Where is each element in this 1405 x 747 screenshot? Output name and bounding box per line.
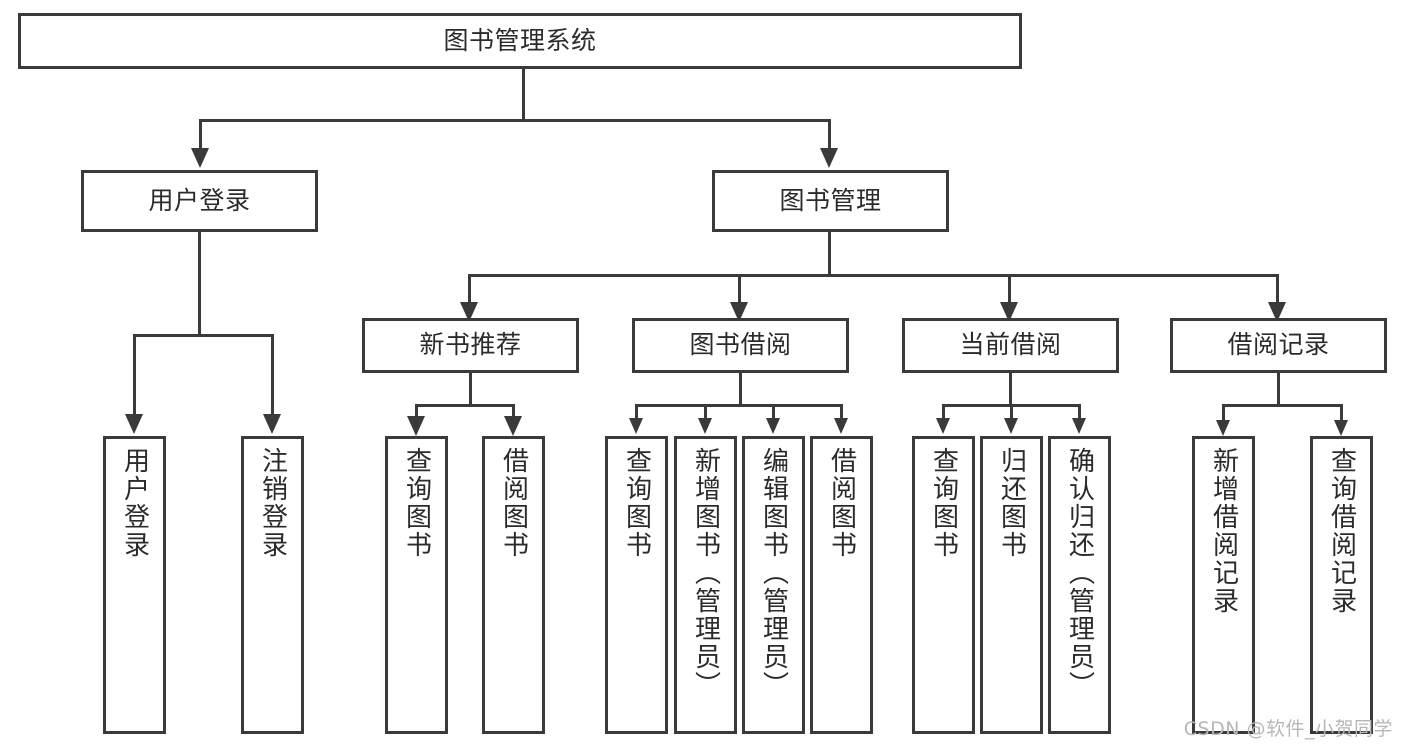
- leaf-query-book-recommend[interactable]: 查询图书: [385, 436, 448, 734]
- leaf-query-book-current[interactable]: 查询图书: [912, 436, 975, 734]
- connector-borrow-record-bus: [1222, 404, 1342, 407]
- node-label: 新增图书（管理员）: [690, 447, 721, 699]
- connector-borrow-record-stem: [1277, 373, 1280, 406]
- arrowhead-new-book-leaf-2: [504, 416, 522, 436]
- connector-book-manage-stem: [828, 232, 831, 276]
- arrowhead-book-borrow-leaf-2: [698, 418, 712, 434]
- connector-borrow-record-leaf-1: [1222, 404, 1225, 422]
- connector-user-login-stem: [198, 232, 201, 336]
- connector-new-book-bus: [415, 404, 514, 407]
- node-label: 图书管理: [779, 185, 882, 215]
- arrowhead-user-login-leaf-1: [125, 414, 143, 434]
- node-label: 查询图书: [928, 447, 959, 559]
- connector-user-login-leaf-1: [133, 334, 136, 416]
- arrowhead-borrow-record-leaf-1: [1216, 420, 1230, 436]
- leaf-edit-book-admin[interactable]: 编辑图书（管理员）: [742, 436, 805, 734]
- connector-to-new-book: [468, 274, 471, 304]
- connector-book-borrow-leaf-3: [772, 404, 775, 420]
- node-label: 查询借阅记录: [1326, 447, 1357, 615]
- connector-current-borrow-stem: [1009, 373, 1012, 406]
- node-label: 新增借阅记录: [1208, 447, 1239, 615]
- arrowhead-to-borrow-record: [1268, 302, 1286, 322]
- connector-to-book-manage: [828, 119, 831, 150]
- connector-book-borrow-bus: [635, 404, 842, 407]
- arrowhead-current-borrow-leaf-3: [1072, 418, 1086, 434]
- connector-book-borrow-stem: [739, 373, 742, 406]
- node-root-system[interactable]: 图书管理系统: [18, 13, 1022, 69]
- connector-to-borrow-record: [1276, 274, 1279, 304]
- node-label: 查询图书: [401, 447, 432, 559]
- leaf-query-book-borrow[interactable]: 查询图书: [605, 436, 668, 734]
- connector-current-borrow-leaf-2: [1010, 404, 1013, 420]
- node-book-borrow[interactable]: 图书借阅: [632, 318, 849, 373]
- leaf-query-borrow-record[interactable]: 查询借阅记录: [1310, 436, 1373, 734]
- connector-new-book-leaf-1: [415, 404, 418, 420]
- node-user-login[interactable]: 用户登录: [81, 170, 318, 232]
- connector-level3-bus: [468, 274, 1279, 277]
- node-label: 用户登录: [119, 447, 150, 559]
- arrowhead-to-user-login: [191, 148, 209, 168]
- leaf-borrow-book-recommend[interactable]: 借阅图书: [482, 436, 545, 734]
- node-label: 借阅记录: [1227, 330, 1330, 360]
- connector-to-book-borrow: [738, 274, 741, 304]
- leaf-add-book-admin[interactable]: 新增图书（管理员）: [674, 436, 737, 734]
- arrowhead-book-borrow-leaf-1: [629, 418, 643, 434]
- connector-book-borrow-leaf-4: [840, 404, 843, 420]
- node-label: 新书推荐: [419, 330, 522, 360]
- node-label: 图书管理系统: [443, 25, 597, 55]
- connector-user-login-leaf-2: [271, 334, 274, 416]
- connector-level2-bus: [199, 119, 831, 122]
- connector-book-borrow-leaf-1: [635, 404, 638, 420]
- node-label: 查询图书: [621, 447, 652, 559]
- connector-to-user-login: [199, 119, 202, 150]
- node-label: 注销登录: [257, 447, 288, 559]
- node-book-management[interactable]: 图书管理: [712, 170, 949, 232]
- connector-book-borrow-leaf-2: [704, 404, 707, 420]
- arrowhead-to-new-book: [460, 302, 478, 322]
- leaf-logout[interactable]: 注销登录: [241, 436, 304, 734]
- connector-to-current-borrow: [1008, 274, 1011, 304]
- node-label: 当前借阅: [959, 330, 1062, 360]
- connector-current-borrow-leaf-1: [942, 404, 945, 420]
- node-label: 借阅图书: [826, 447, 857, 559]
- leaf-borrow-book[interactable]: 借阅图书: [810, 436, 873, 734]
- arrowhead-current-borrow-leaf-2: [1004, 418, 1018, 434]
- arrowhead-to-book-borrow: [730, 302, 748, 322]
- node-borrow-record[interactable]: 借阅记录: [1170, 318, 1387, 373]
- leaf-add-borrow-record[interactable]: 新增借阅记录: [1192, 436, 1255, 734]
- node-label: 借阅图书: [498, 447, 529, 559]
- arrowhead-borrow-record-leaf-2: [1334, 420, 1348, 436]
- arrowhead-new-book-leaf-1: [407, 416, 425, 436]
- connector-root-stem: [522, 69, 525, 119]
- leaf-return-book[interactable]: 归还图书: [980, 436, 1043, 734]
- arrowhead-to-current-borrow: [1000, 302, 1018, 322]
- arrowhead-user-login-leaf-2: [263, 414, 281, 434]
- connector-current-borrow-leaf-3: [1078, 404, 1081, 420]
- arrowhead-to-book-manage: [820, 148, 838, 168]
- leaf-user-login[interactable]: 用户登录: [103, 436, 166, 734]
- node-current-borrow[interactable]: 当前借阅: [902, 318, 1119, 373]
- connector-user-login-bus: [133, 334, 273, 337]
- connector-new-book-leaf-2: [512, 404, 515, 420]
- node-new-book-recommend[interactable]: 新书推荐: [362, 318, 579, 373]
- arrowhead-book-borrow-leaf-3: [766, 418, 780, 434]
- node-label: 编辑图书（管理员）: [758, 447, 789, 699]
- arrowhead-current-borrow-leaf-1: [936, 418, 950, 434]
- leaf-confirm-return-admin[interactable]: 确认归还（管理员）: [1048, 436, 1111, 734]
- node-label: 用户登录: [148, 185, 251, 215]
- node-label: 图书借阅: [689, 330, 792, 360]
- node-label: 确认归还（管理员）: [1064, 447, 1095, 699]
- arrowhead-book-borrow-leaf-4: [834, 418, 848, 434]
- node-label: 归还图书: [996, 447, 1027, 559]
- connector-new-book-stem: [469, 373, 472, 406]
- connector-borrow-record-leaf-2: [1340, 404, 1343, 422]
